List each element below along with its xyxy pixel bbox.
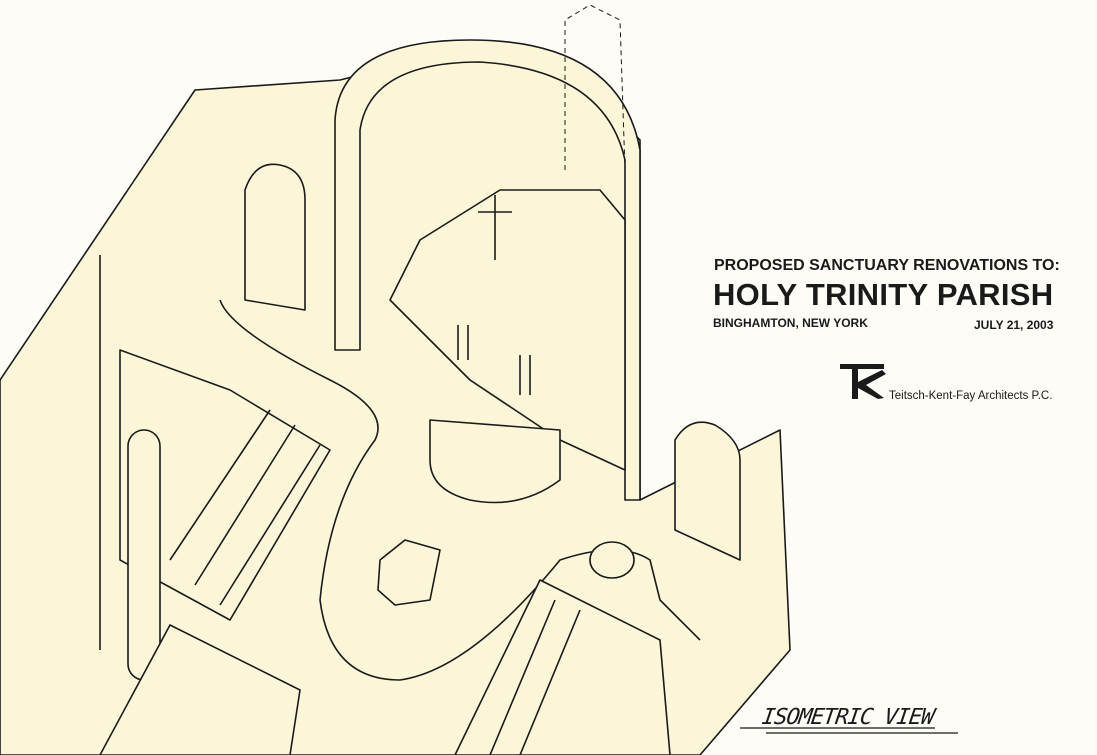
date: JULY 21, 2003 — [974, 318, 1054, 332]
firm-logo — [840, 364, 886, 399]
tower-outline-dashed — [564, 4, 626, 171]
apse-arch — [334, 39, 641, 501]
location: BINGHAMTON, NEW YORK — [713, 316, 868, 330]
drawing-label: ISOMETRIC VIEW — [760, 705, 936, 730]
ambo — [377, 539, 441, 606]
crucifix-icon — [478, 195, 512, 260]
pews-left — [119, 349, 331, 621]
project-title: HOLY TRINITY PARISH — [713, 277, 1054, 312]
apse-floor — [389, 189, 626, 471]
candle-icons — [457, 325, 531, 395]
right-arch-alcove — [674, 421, 741, 561]
subtitle: PROPOSED SANCTUARY RENOVATIONS TO: — [714, 257, 1060, 274]
firm-name: Teitsch-Kent-Fay Architects P.C. — [889, 390, 1053, 402]
floor-area — [0, 59, 791, 755]
label-underline — [740, 727, 958, 734]
platform — [219, 299, 701, 681]
pews-bottom-left — [99, 624, 301, 755]
left-arch-alcove — [244, 163, 306, 311]
column — [127, 429, 161, 681]
pews-right — [454, 579, 671, 755]
altar-platform — [429, 419, 561, 504]
baptismal-font — [589, 541, 635, 579]
